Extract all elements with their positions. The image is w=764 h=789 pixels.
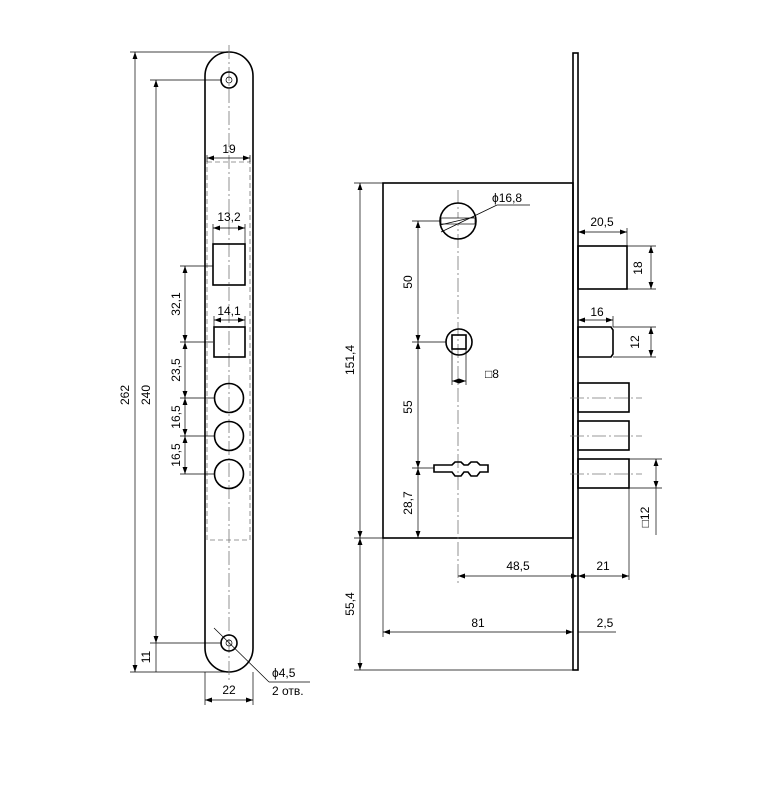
dim-latch-to-square: 32,1 (169, 292, 183, 316)
dim-latch-window-width: 13,2 (217, 210, 241, 224)
dim-square-to-round: 23,5 (169, 358, 183, 382)
dim-total-height: 262 (118, 385, 132, 405)
bolt-hole-3 (213, 458, 245, 490)
dim-hole-spacing: 240 (139, 385, 153, 405)
lock-body-view: ϕ16,8 □8 50 55 28,7 (343, 52, 662, 671)
follower-hub (445, 328, 473, 356)
deadbolt-window (213, 326, 246, 358)
dim-mount-hole-diameter: ϕ16,8 (492, 191, 522, 205)
bolt-1 (577, 382, 630, 413)
dim-backset: 48,5 (506, 559, 530, 573)
bolt-2 (577, 420, 630, 451)
dim-key-to-bottom: 28,7 (401, 491, 415, 515)
dim-hole-offset: 11 (139, 650, 153, 663)
faceplate-view: 262 240 11 22 19 13,2 14,1 (118, 45, 310, 705)
dim-latch-height: 18 (631, 261, 645, 275)
dim-case-depth: 81 (471, 616, 485, 630)
screw-hole-count-label: 2 отв. (272, 684, 304, 698)
dim-deadbolt-height: 12 (628, 335, 642, 349)
dim-bottom-offset: 55,4 (343, 592, 357, 616)
dim-follower-to-key: 55 (401, 400, 415, 414)
lock-case (382, 182, 574, 539)
dim-window-width: 19 (222, 142, 236, 156)
latch-bolt (577, 245, 628, 290)
bolt-3 (577, 458, 630, 489)
deadbolt (577, 326, 614, 358)
dim-latch-projection: 20,5 (590, 215, 614, 229)
dim-follower-square: □8 (485, 367, 499, 381)
bolt-hole-2 (213, 420, 245, 452)
dim-faceplate-width: 22 (222, 683, 236, 697)
latch-window (212, 243, 246, 286)
dim-bolt-projection: 21 (596, 559, 610, 573)
dim-bolt-square: □12 (638, 506, 652, 527)
bolt-hole-1 (213, 382, 245, 414)
dim-case-height: 151,4 (343, 345, 357, 375)
follower-square (451, 334, 467, 350)
dim-faceplate-thickness: 2,5 (597, 616, 614, 630)
dim-deadbolt-projection: 16 (590, 305, 604, 319)
dim-round-spacing-2: 16,5 (169, 443, 183, 467)
dim-cylinder-to-follower: 50 (401, 275, 415, 289)
case-hidden-outline (206, 161, 251, 541)
screw-hole-diameter-label: ϕ4,5 (272, 666, 296, 680)
dim-deadbolt-window-width: 14,1 (217, 304, 241, 318)
key-slot (433, 461, 489, 477)
dim-round-spacing-1: 16,5 (169, 405, 183, 429)
